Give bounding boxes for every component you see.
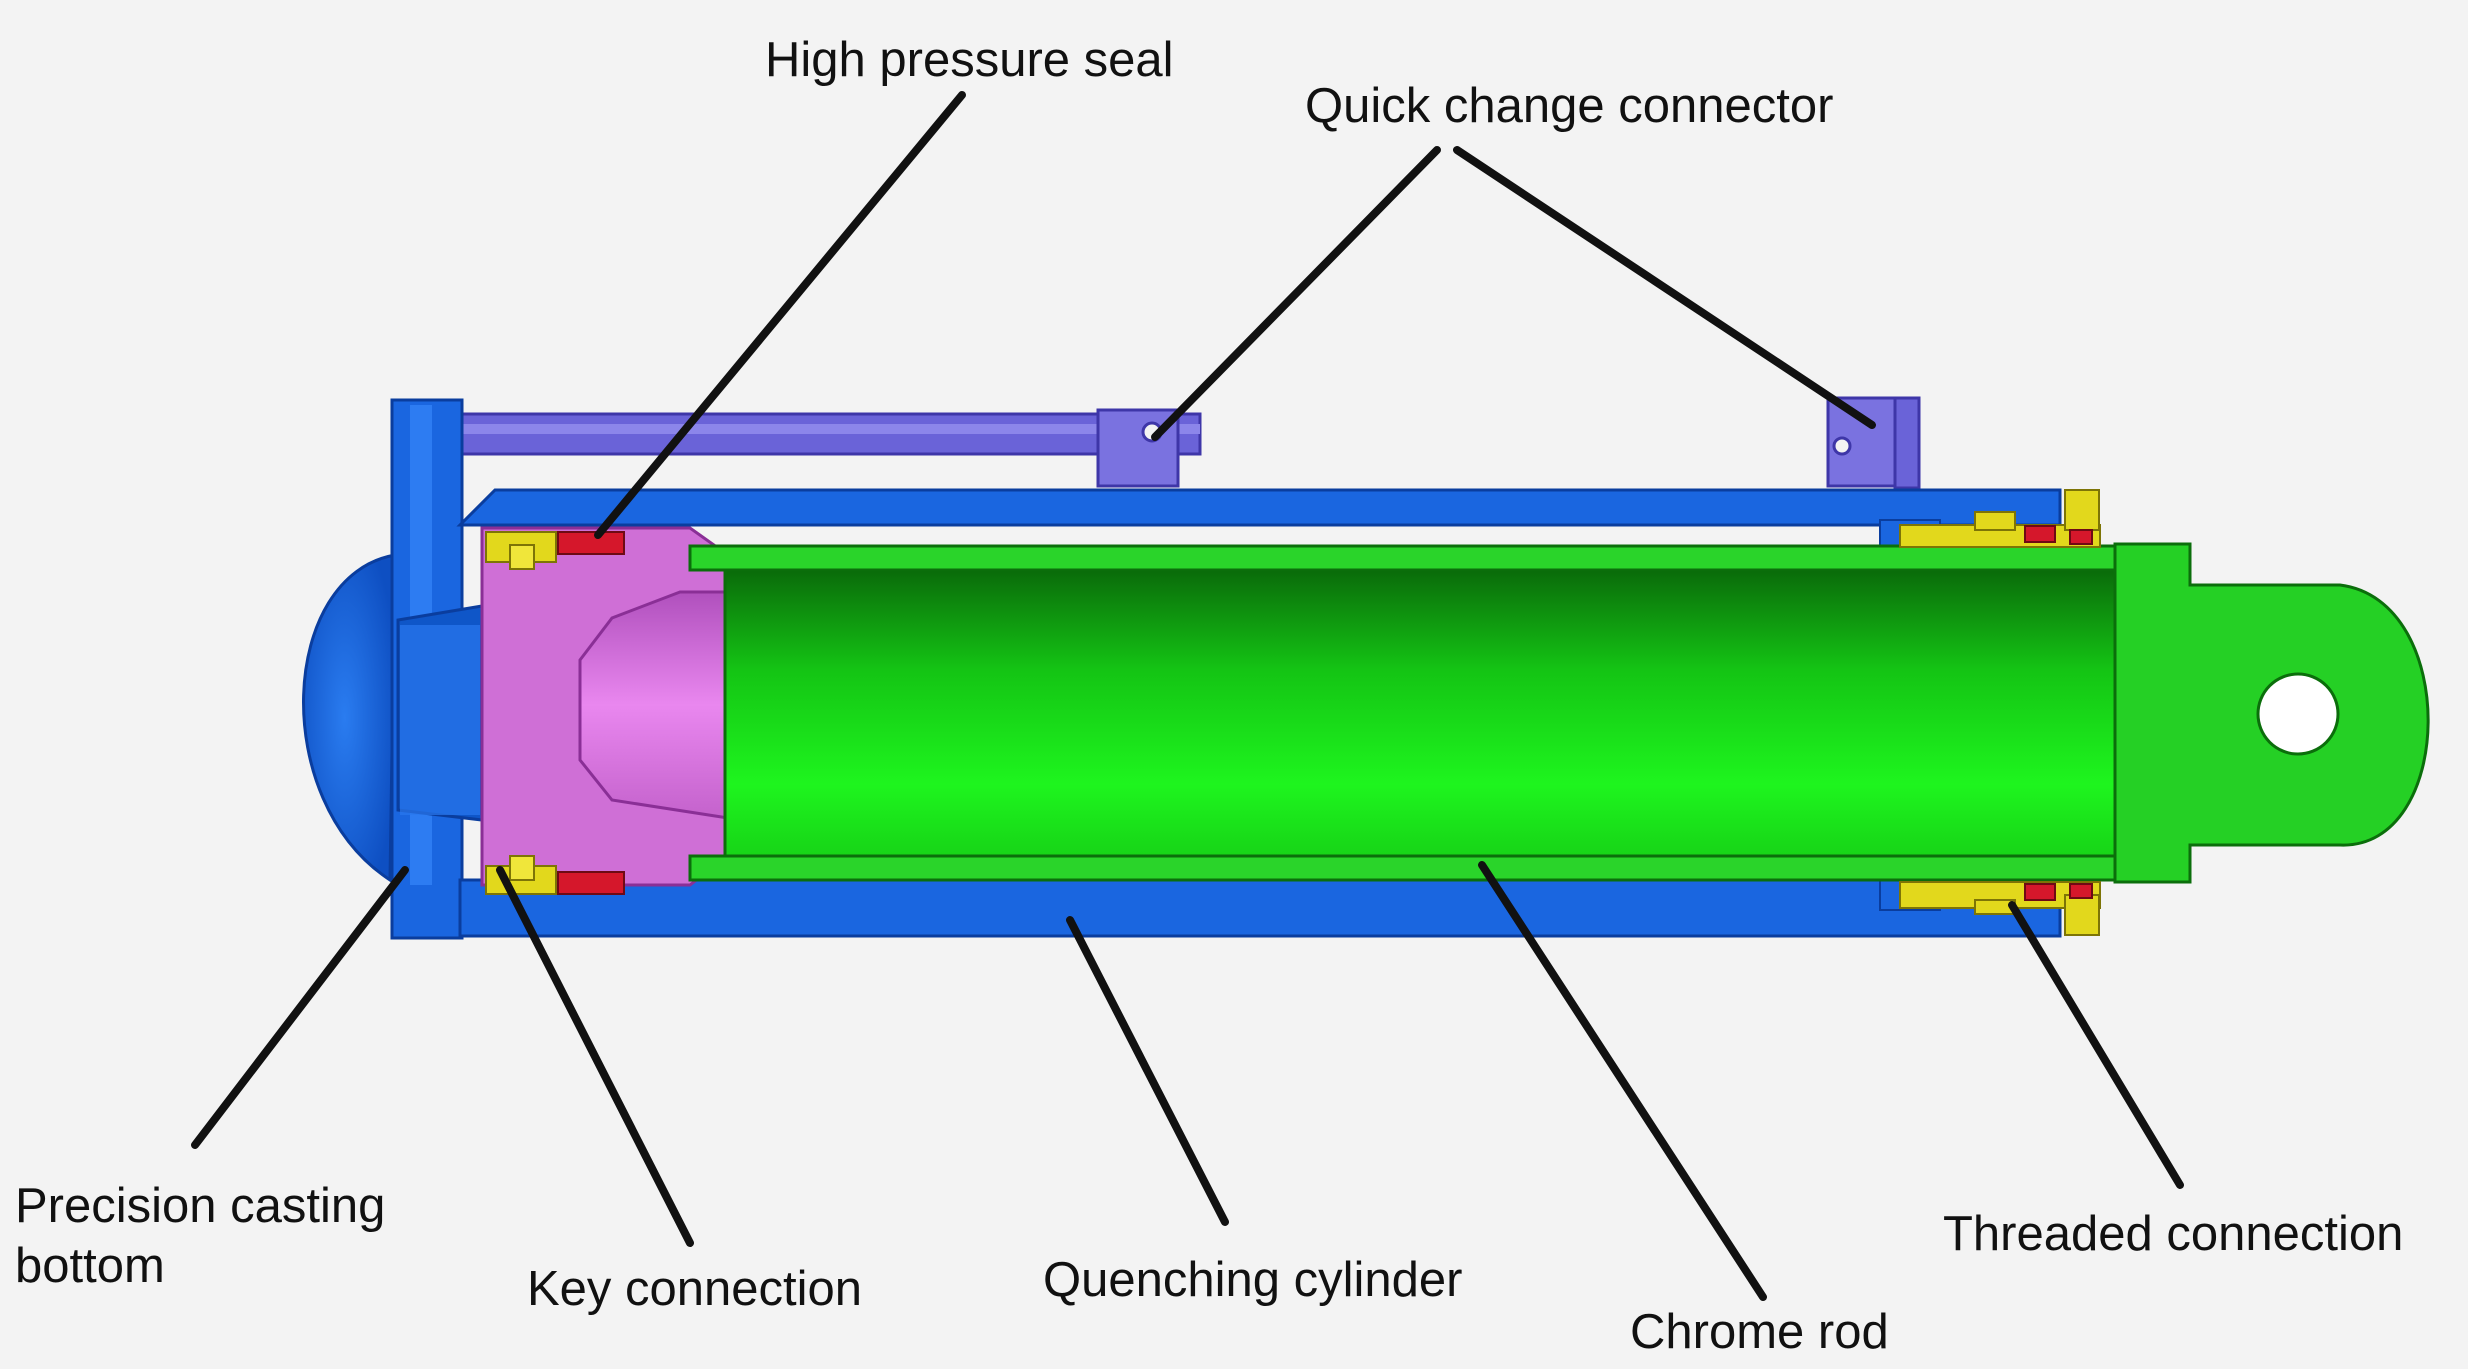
label-precision-casting-bottom-line2: bottom — [15, 1239, 165, 1293]
leader-threaded-connection — [2008, 901, 2184, 1189]
precision-casting-bottom — [302, 398, 484, 940]
leader-chrome-rod — [1478, 861, 1767, 1301]
label-chrome-rod: Chrome rod — [1630, 1305, 1889, 1359]
label-threaded-connection: Threaded connection — [1943, 1207, 2404, 1261]
label-precision-casting-bottom-line1: Precision casting — [15, 1179, 386, 1233]
threaded-gland — [1899, 489, 2101, 936]
chrome-rod — [688, 542, 2430, 884]
piston-seals — [485, 531, 625, 895]
leader-quick-change-right — [1453, 146, 1876, 429]
leader-key-connection — [496, 866, 694, 1247]
oil-transfer-tube — [438, 396, 1921, 490]
label-high-pressure-seal: High pressure seal — [765, 33, 1174, 87]
leader-quenching-cylinder — [1066, 916, 1229, 1226]
label-quick-change-connector: Quick change connector — [1305, 79, 1834, 133]
leader-lines — [191, 91, 2184, 1301]
leader-precision-casting-bottom — [191, 866, 409, 1149]
label-quenching-cylinder: Quenching cylinder — [1043, 1253, 1463, 1307]
leader-high-pressure-seal — [594, 91, 966, 539]
label-precision-casting-bottom: Precision casting bottom — [15, 1176, 385, 1296]
leader-quick-change-left — [1151, 146, 1441, 441]
label-key-connection: Key connection — [527, 1262, 863, 1316]
piston — [480, 526, 730, 887]
